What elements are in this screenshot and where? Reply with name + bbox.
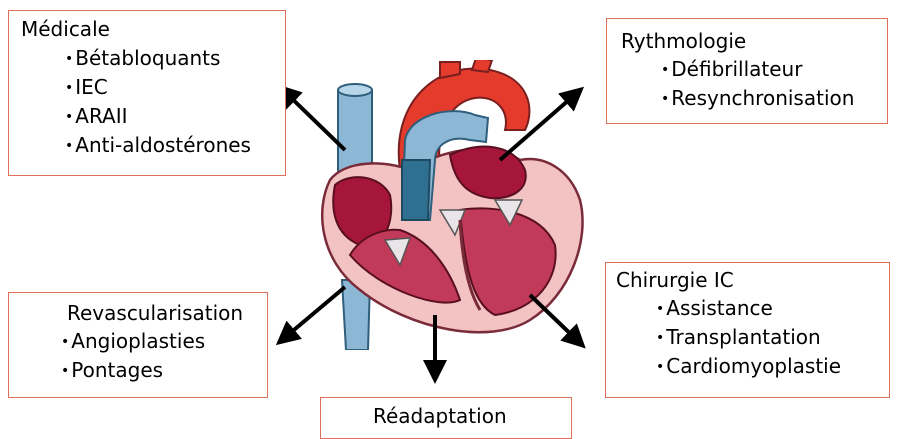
chirurgie-title: Chirurgie IC [616,266,734,294]
list-item: Cardiomyoplastie [656,352,841,381]
medicale-box: Médicale Bétabloquants IEC ARAII Anti-al… [8,10,286,176]
medicale-title: Médicale [21,15,110,43]
revascularisation-title: Revascularisation [67,299,243,327]
list-item: Transplantation [656,323,841,352]
rythmologie-box: Rythmologie Défibrillateur Resynchronisa… [606,18,888,124]
chirurgie-list: Assistance Transplantation Cardiomyoplas… [656,294,841,381]
list-item: Anti-aldostérones [65,131,251,160]
list-item: Assistance [656,294,841,323]
readaptation-title: Réadaptation [373,402,507,430]
heart-illustration [290,60,610,350]
revascularisation-box: Revascularisation Angioplasties Pontages [8,292,268,398]
readaptation-box: Réadaptation [320,397,572,439]
list-item: Pontages [61,356,205,385]
rythmologie-list: Défibrillateur Resynchronisation [661,55,854,113]
rythmologie-title: Rythmologie [621,27,746,55]
list-item: ARAII [65,102,251,131]
list-item: Bétabloquants [65,44,251,73]
list-item: Angioplasties [61,327,205,356]
revascularisation-list: Angioplasties Pontages [61,327,205,385]
chirurgie-box: Chirurgie IC Assistance Transplantation … [605,262,890,398]
medicale-list: Bétabloquants IEC ARAII Anti-aldostérone… [65,44,251,160]
list-item: IEC [65,73,251,102]
list-item: Défibrillateur [661,55,854,84]
list-item: Resynchronisation [661,84,854,113]
